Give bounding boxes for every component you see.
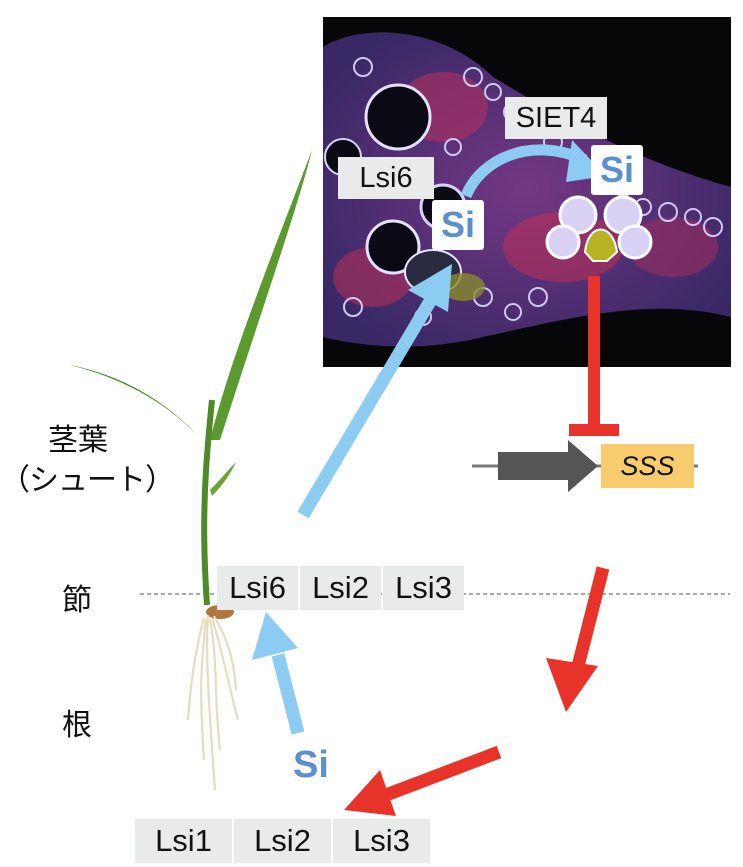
- node-transporter-lsi6: Lsi6: [217, 566, 298, 610]
- red-arrowhead-sss-down: [546, 658, 598, 712]
- node-transporter-lsi3: Lsi3: [383, 566, 464, 610]
- si-label-root: Si: [293, 744, 329, 786]
- blue-arrow-root-to-node: [271, 653, 305, 735]
- blue-arrow-node-to-leaf: [297, 294, 438, 519]
- rice-plant-illustration: [70, 150, 312, 791]
- shoot-label: 茎葉: [48, 423, 108, 458]
- leaf-transporter-lsi6: Lsi6: [338, 157, 434, 199]
- si-label-leaf-right: Si: [591, 145, 643, 195]
- blue-arrowhead-node-to-leaf: [408, 264, 452, 312]
- leaf-transporter-siet4: SIET4: [505, 97, 607, 139]
- node-transporter-lsi2: Lsi2: [300, 566, 381, 610]
- blue-curved-arrow-siet4: [460, 144, 588, 199]
- si-label-leaf-left: Si: [432, 200, 484, 250]
- leaf-cross-section-image: [323, 17, 731, 367]
- gene-box-sss: [601, 444, 694, 488]
- root-label: 根: [62, 708, 92, 743]
- blue-arrowhead-root-to-node: [252, 612, 298, 660]
- promoter-arrow: [498, 440, 598, 492]
- root-transporter-lsi2: Lsi2: [234, 819, 331, 863]
- red-arrowhead-to-root: [344, 770, 396, 816]
- red-arrow-sss-down: [568, 566, 610, 680]
- root-transporter-lsi1: Lsi1: [135, 819, 232, 863]
- gene-sss-label: SSS: [620, 451, 675, 481]
- shoot-label-sub: （シュート）: [0, 463, 175, 498]
- node-label: 節: [62, 583, 92, 618]
- root-transporter-lsi3: Lsi3: [333, 819, 430, 863]
- red-arrow-to-root: [383, 745, 502, 802]
